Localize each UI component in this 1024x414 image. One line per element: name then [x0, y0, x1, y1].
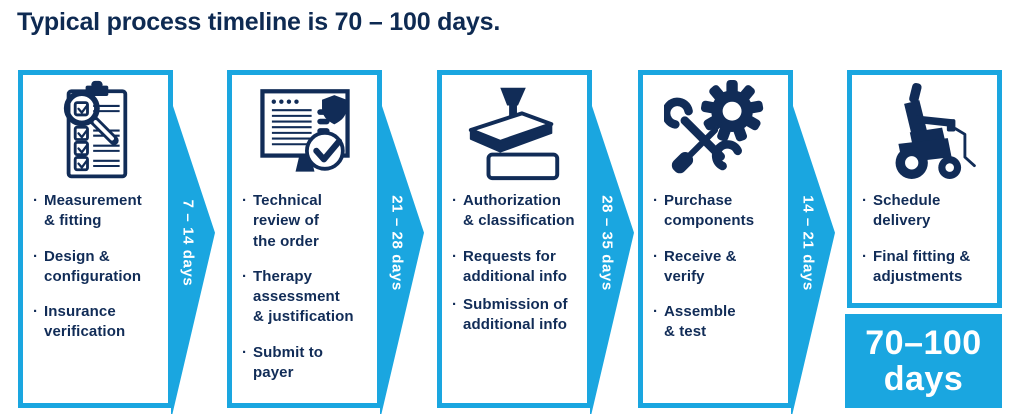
bullet-item: · Authorization & classification: [451, 191, 582, 232]
bullet-dot: ·: [451, 247, 458, 265]
bullet-dot: ·: [32, 303, 39, 320]
bullet-item: · Schedule delivery: [861, 191, 992, 232]
bullet-item: · Therapy assessment & justification: [241, 267, 372, 328]
stage-card-3: · Authorization & classification · Request…: [437, 70, 592, 408]
bullet-text: Purchase components: [664, 192, 755, 230]
bullet-text: Schedule delivery: [873, 192, 941, 230]
bullet-dot: ·: [451, 192, 458, 209]
bullet-item: · Receive & verify: [652, 247, 783, 288]
bullet-dot: ·: [861, 192, 868, 209]
stage-1-bullet-list: · Measurement & fitting · Design & configu…: [23, 187, 168, 343]
bullet-text: Authorization & classification: [463, 192, 575, 230]
bullet-item: · Technical review of the order: [241, 191, 372, 252]
bullet-dot: ·: [241, 267, 248, 285]
bullet-item: · Insurance verification: [32, 302, 163, 343]
bullet-text: Submit to payer: [253, 343, 324, 381]
stage-card-4: · Purchase components · Receive & verify ·…: [638, 70, 793, 408]
bullet-item: · Measurement & fitting: [32, 191, 163, 232]
tools-gear-icon: [663, 79, 763, 174]
bullet-item: · Assemble & test: [652, 302, 783, 343]
power-wheelchair-icon: [895, 82, 976, 179]
bullet-text: Assemble & test: [664, 303, 736, 341]
bullet-dot: ·: [32, 192, 39, 209]
stage-3-icon-area: [442, 75, 587, 187]
arrow-duration-label-1: 7 – 14 days: [179, 199, 197, 287]
bullet-item: · Final fitting & adjustments: [861, 247, 992, 288]
stage-1-icon-area: [23, 75, 168, 187]
bullet-dot: ·: [32, 247, 39, 265]
stage-3-bullet-list: · Authorization & classification · Request…: [442, 187, 587, 336]
bullet-dot: ·: [451, 296, 458, 313]
stage-5-icon-area: [852, 75, 997, 187]
bullet-text: Therapy assessment & justification: [253, 267, 354, 326]
total-days-value: 70–100: [865, 323, 982, 362]
stage-4-bullet-list: · Purchase components · Receive & verify ·…: [643, 187, 788, 343]
stage-4-icon-area: [643, 75, 788, 187]
bullet-dot: ·: [241, 192, 248, 209]
bullet-text: Submission of additional info: [463, 296, 568, 334]
bullet-dot: ·: [861, 247, 868, 265]
bullet-item: · Submit to payer: [241, 343, 372, 384]
bullet-text: Insurance verification: [44, 303, 126, 341]
bullet-text: Measurement & fitting: [44, 192, 142, 230]
bullet-item: · Design & configuration: [32, 247, 163, 288]
stage-5-bullet-list: · Schedule delivery · Final fitting & adju…: [852, 187, 997, 287]
bullet-dot: ·: [652, 192, 659, 209]
total-days-badge: 70–100 days: [845, 314, 1002, 408]
stage-2-icon-area: [232, 75, 377, 187]
stage-card-2: · Technical review of the order · Therapy …: [227, 70, 382, 408]
bullet-dot: ·: [652, 303, 659, 320]
arrow-duration-label-4: 14 – 21 days: [799, 195, 817, 291]
stage-card-1: · Measurement & fitting · Design & configu…: [18, 70, 173, 408]
arrow-duration-label-2: 21 – 28 days: [388, 195, 406, 291]
bullet-text: Requests for additional info: [463, 247, 567, 285]
bullet-text: Design & configuration: [44, 247, 142, 285]
bullet-text: Final fitting & adjustments: [873, 247, 971, 285]
bullet-item: · Submission of additional info: [451, 295, 582, 336]
bullet-text: Receive & verify: [664, 247, 737, 285]
bullet-item: · Requests for additional info: [451, 247, 582, 288]
page-title: Typical process timeline is 70 – 100 day…: [17, 8, 501, 36]
bullet-text: Technical review of the order: [253, 192, 322, 250]
bullet-dot: ·: [652, 247, 659, 265]
authorization-stamp-icon: [468, 87, 559, 181]
total-days-unit: days: [883, 360, 964, 398]
checklist-magnifier-icon: [63, 80, 127, 179]
bullet-item: · Purchase components: [652, 191, 783, 232]
arrow-duration-label-3: 28 – 35 days: [598, 195, 616, 291]
bullet-dot: ·: [241, 343, 248, 361]
order-review-monitor-icon: [259, 89, 350, 172]
stage-card-5: · Schedule delivery · Final fitting & adju…: [847, 70, 1002, 308]
stage-2-bullet-list: · Technical review of the order · Therapy …: [232, 187, 377, 383]
